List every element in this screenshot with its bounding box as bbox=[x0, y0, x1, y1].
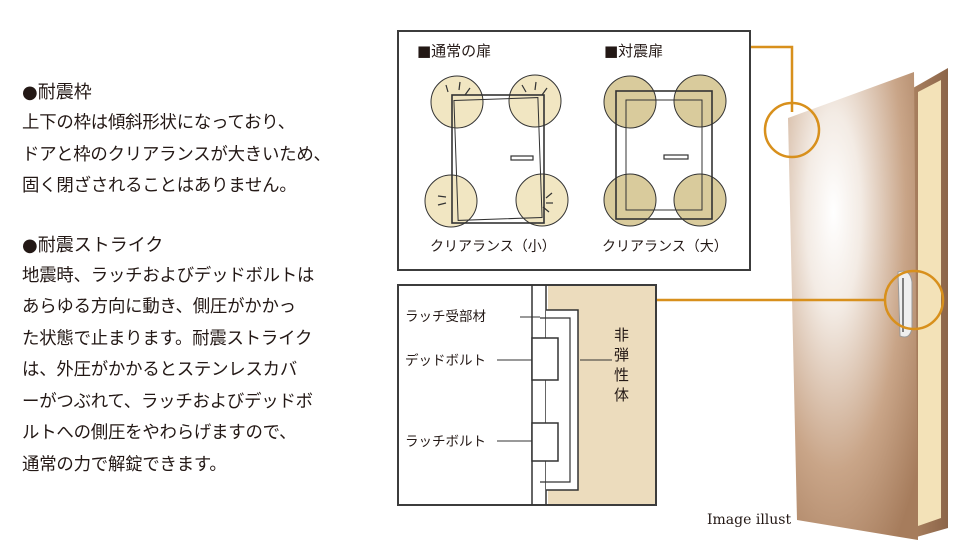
normal-door-label: ■通常の扉 bbox=[417, 42, 491, 60]
strike-callout-circle bbox=[883, 269, 945, 331]
normal-clearance-label: クリアランス（小） bbox=[430, 239, 556, 255]
door-handle-icon bbox=[897, 270, 913, 338]
seismic-frame-line-3: 固く閉ざされることはありません。 bbox=[22, 176, 297, 196]
description-column: ●耐震枠 上下の枠は傾斜形状になっており、 ドアと枠のクリアランスが大きいため、… bbox=[22, 78, 372, 481]
door-panel bbox=[788, 72, 918, 540]
seismic-strike-line-1: 地震時、ラッチおよびデッドボルトは bbox=[22, 265, 315, 286]
latchbolt-shape bbox=[531, 422, 559, 462]
seismic-strike-description: 地震時、ラッチおよびデッドボルトは あらゆる方向に動き、側圧がかかっ た状態で止… bbox=[22, 261, 372, 482]
seismic-frame-line-2: ドアと枠のクリアランスが大きいため、 bbox=[22, 144, 331, 165]
latchbolt-label: ラッチボルト bbox=[405, 434, 486, 450]
seismic-corner-tl bbox=[603, 75, 657, 129]
deadbolt-label: デッドボルト bbox=[405, 352, 486, 369]
seismic-frame-outline bbox=[615, 90, 713, 220]
strike-box-inner bbox=[540, 317, 571, 483]
seismic-frame-line-1: 上下の枠は傾斜形状になっており、 bbox=[22, 113, 295, 133]
seismic-door-label: ■対震扉 bbox=[604, 42, 663, 60]
frame-callout-circle bbox=[763, 101, 821, 159]
seismic-frame-heading: ●耐震枠 bbox=[22, 82, 92, 103]
deadbolt-shape bbox=[531, 337, 559, 381]
normal-door-diagram: クリアランス（小） bbox=[424, 74, 569, 255]
normal-corner-tr bbox=[508, 74, 562, 128]
seismic-door-diagram: クリアランス（大） bbox=[602, 74, 728, 255]
image-illust-caption: Image illust bbox=[707, 512, 792, 528]
frame-panel-border bbox=[397, 30, 751, 271]
normal-corner-bl bbox=[424, 174, 478, 228]
seismic-strike-heading: ●耐震ストライク bbox=[22, 234, 164, 256]
seismic-strike-line-5: ーがつぶれて、ラッチおよびデッドボ bbox=[22, 391, 313, 412]
seismic-strike-line-3: た状態で止まります。耐震ストライク bbox=[22, 328, 313, 349]
seismic-frame-description: 上下の枠は傾斜形状になっており、 ドアと枠のクリアランスが大きいため、 固く閉ざ… bbox=[22, 108, 372, 203]
normal-latch bbox=[510, 155, 534, 161]
seismic-corner-br bbox=[673, 173, 727, 227]
seismic-strike-line-7: 通常の力で解錠できます。 bbox=[22, 454, 227, 475]
seismic-clearance-label: クリアランス（大） bbox=[602, 239, 728, 255]
non-elastic-label: 非 弾 性 体 bbox=[614, 326, 634, 404]
seismic-latch bbox=[663, 154, 689, 160]
frame-comparison-panel: ■通常の扉 ■対震扉 クリアランス（小） bbox=[397, 30, 751, 271]
seismic-door-outline bbox=[625, 99, 703, 211]
normal-door-outline bbox=[453, 97, 543, 221]
normal-corner-tl bbox=[430, 75, 484, 129]
strike-diagram: ラッチ受部材 デッドボルト ラッチボルト 非 弾 性 体 bbox=[397, 284, 657, 506]
latch-receiver-label: ラッチ受部材 bbox=[405, 309, 486, 325]
seismic-strike-line-4: は、外圧がかかるとステンレスカバ bbox=[22, 360, 298, 380]
door-illustration bbox=[788, 68, 948, 540]
normal-corner-br bbox=[515, 173, 569, 227]
seismic-strike-line-2: あらゆる方向に動き、側圧がかかっ bbox=[22, 297, 296, 317]
seismic-corner-tr bbox=[673, 74, 727, 128]
normal-frame-outline bbox=[451, 94, 545, 224]
frame-callout-line bbox=[750, 45, 794, 112]
seismic-corner-bl bbox=[603, 173, 657, 227]
normal-impact-marks bbox=[437, 81, 553, 213]
callout-connectors bbox=[657, 45, 945, 331]
door-frame-inner bbox=[918, 80, 941, 526]
strike-box-outer bbox=[546, 309, 579, 491]
seismic-strike-line-6: ルトへの側圧をやわらげますので、 bbox=[22, 423, 297, 443]
